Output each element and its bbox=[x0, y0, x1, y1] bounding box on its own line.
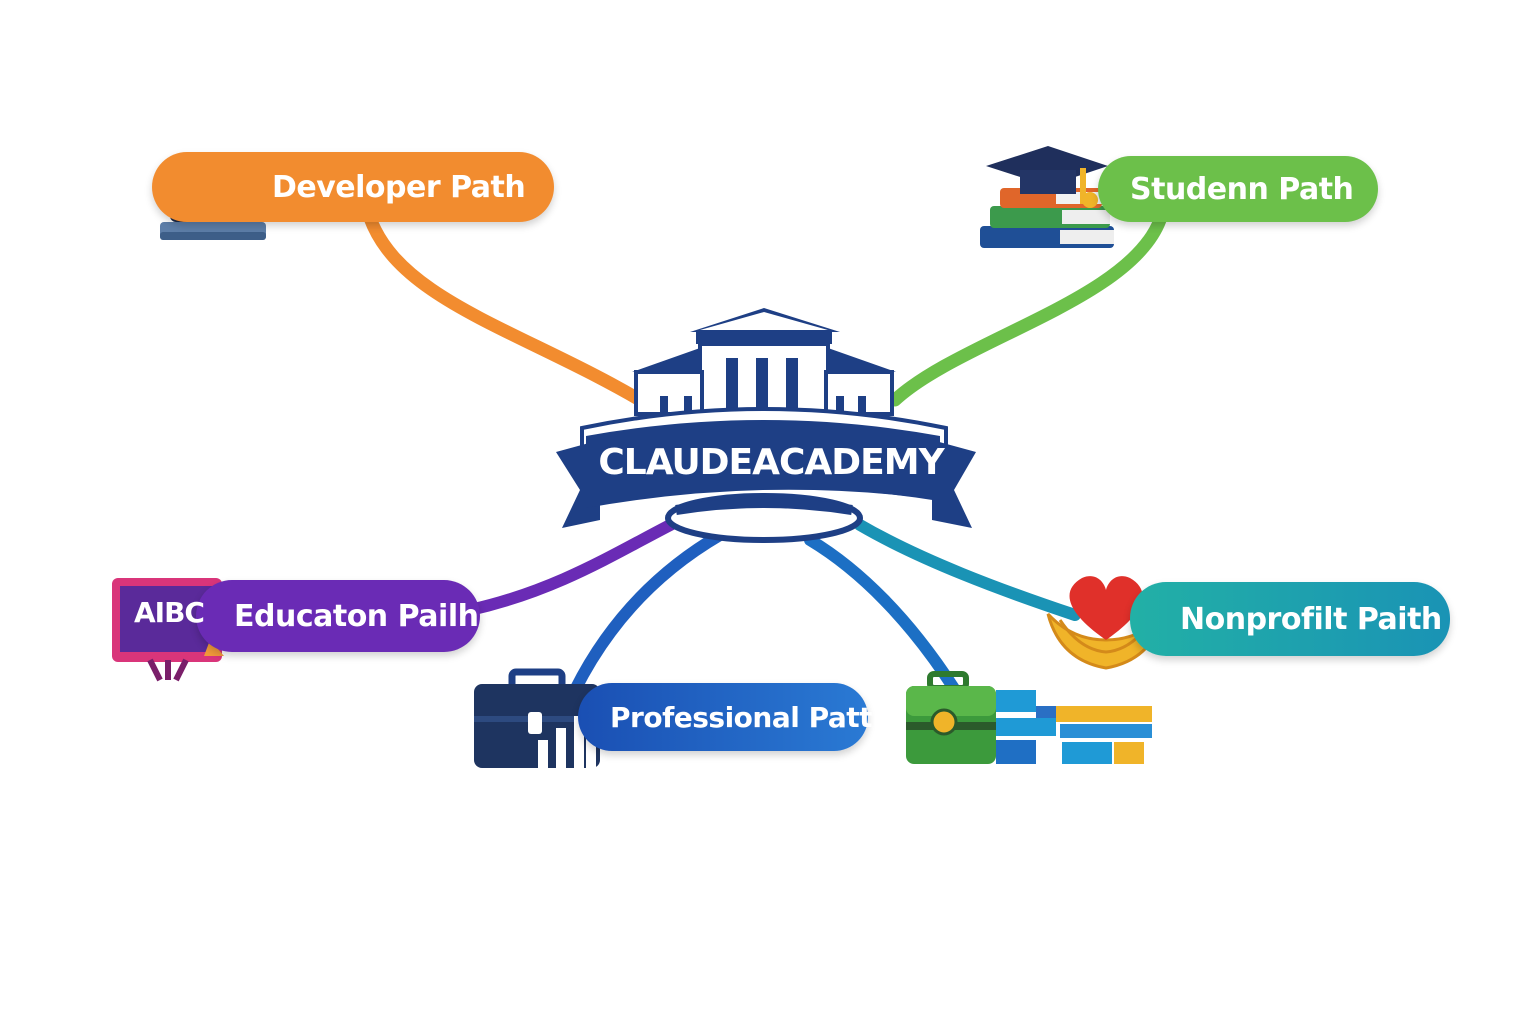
academy-building-icon bbox=[556, 308, 976, 543]
developer-path-label: Developer Path bbox=[272, 169, 526, 205]
nonprofit-path-node[interactable]: Nonprofilt Paith bbox=[1130, 582, 1450, 656]
connector-developer bbox=[363, 211, 647, 407]
briefcase-chart-icon bbox=[474, 668, 600, 774]
professional-path-label: Professional Patth bbox=[610, 700, 892, 734]
developer-path-node[interactable]: Developer Path bbox=[152, 152, 554, 222]
connector-nonprofit bbox=[854, 519, 1081, 621]
student-path-label: Studenn Path bbox=[1130, 171, 1354, 207]
nonprofit-path-label: Nonprofilt Paith bbox=[1180, 601, 1442, 637]
connector-student bbox=[888, 213, 1167, 407]
professional-path-node[interactable]: Professional Patth bbox=[578, 683, 892, 751]
chalkboard-icon bbox=[112, 578, 224, 682]
chalkboard-text: AIBC bbox=[134, 596, 205, 629]
academy-title: CLAUDEACADEMY bbox=[598, 442, 944, 483]
education-path-node[interactable]: Educaton Pailh bbox=[196, 580, 480, 652]
connector-toolbox bbox=[804, 534, 961, 696]
education-path-label: Educaton Pailh bbox=[234, 598, 479, 634]
graduation-cap-books-icon bbox=[980, 146, 1114, 248]
toolbox-blocks-icon bbox=[906, 671, 1152, 764]
connector-education bbox=[464, 514, 686, 616]
student-path-node[interactable]: Studenn Path bbox=[1098, 156, 1378, 222]
connector-professional bbox=[569, 529, 726, 696]
